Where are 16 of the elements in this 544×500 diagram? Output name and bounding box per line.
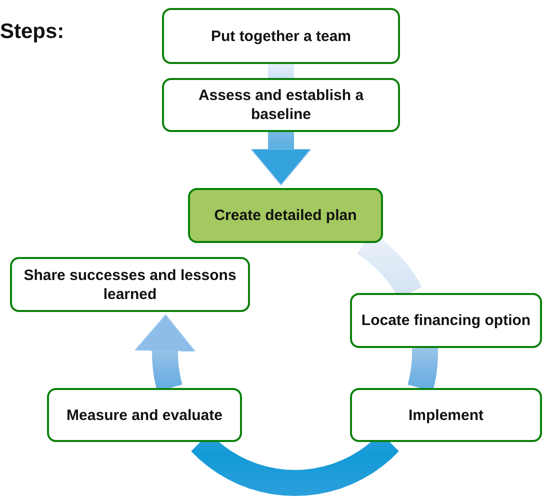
step-box bbox=[47, 388, 242, 442]
step-box bbox=[188, 188, 383, 243]
step-box bbox=[10, 257, 250, 312]
step-label: Put together a team bbox=[210, 26, 352, 46]
arrow bbox=[250, 132, 312, 186]
step-label: Measure and evaluate bbox=[66, 406, 222, 424]
step-label: Locate financing option bbox=[361, 311, 531, 330]
step-label: Create detailed plan bbox=[214, 206, 357, 225]
step-label: Share successes and lessons learned bbox=[22, 266, 238, 304]
step-box bbox=[162, 8, 400, 64]
step-box bbox=[350, 293, 542, 348]
step-label: Implement bbox=[408, 406, 484, 424]
step-box bbox=[162, 78, 400, 132]
step-label: Assess and establish a baseline bbox=[197, 86, 365, 124]
title: Steps: bbox=[0, 20, 64, 44]
step-box bbox=[350, 388, 542, 442]
